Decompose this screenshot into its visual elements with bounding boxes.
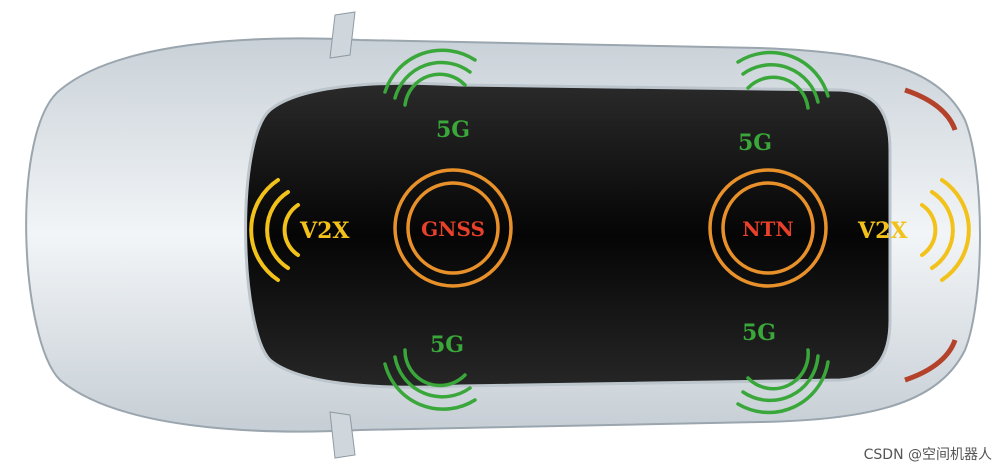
fiveg-top-left-label: 5G <box>436 117 470 143</box>
tail-light-bottom <box>904 339 958 383</box>
gnss-rings <box>393 168 513 288</box>
ntn-label: NTN <box>742 217 793 241</box>
v2x-right-waves <box>920 178 971 282</box>
fiveg-top-left-waves <box>383 48 477 107</box>
fiveg-bottom-right-waves <box>736 348 830 415</box>
fiveg-bottom-left-waves <box>383 348 477 411</box>
fiveg-top-right-label: 5G <box>738 130 772 156</box>
fiveg-top-right-waves <box>736 50 830 110</box>
left-mirror <box>329 11 356 59</box>
fiveg-bottom-right-label: 5G <box>742 320 776 346</box>
right-mirror <box>329 411 356 459</box>
ntn-rings <box>708 168 828 288</box>
watermark: CSDN @空间机器人 <box>863 447 992 463</box>
v2x-left-waves <box>249 178 300 282</box>
tail-light-top <box>904 87 958 131</box>
v2x-right-label: V2X <box>857 218 908 244</box>
v2x-left-label: V2X <box>299 218 350 244</box>
fiveg-bottom-left-label: 5G <box>430 332 464 358</box>
gnss-label: GNSS <box>421 217 485 241</box>
